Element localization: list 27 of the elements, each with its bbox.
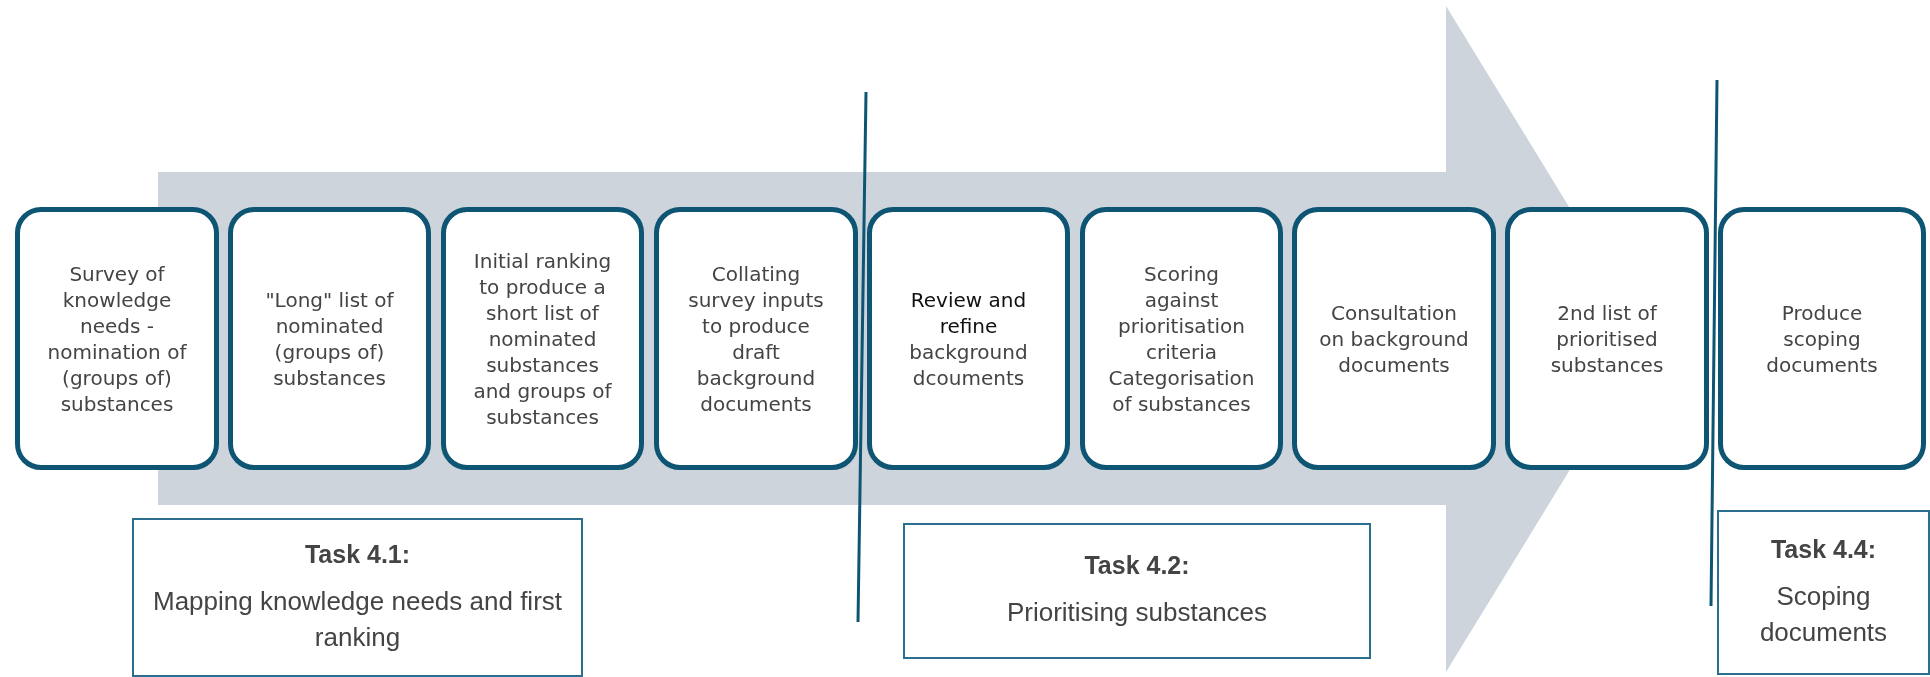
task-box xyxy=(1717,510,1930,675)
step-text: Initial ranking to produce a short list of nominated substances and groups of substances xyxy=(472,247,613,430)
process-step-box xyxy=(1080,207,1283,470)
task-description: Scoping documents xyxy=(1758,579,1889,649)
process-step-box xyxy=(228,207,431,470)
step-text: Consultation on background documents xyxy=(1319,299,1469,378)
task-box xyxy=(903,523,1371,659)
step-text: Scoring against prioritisation criteria Categorisation of substances xyxy=(1107,260,1256,417)
process-step-box xyxy=(1292,207,1496,470)
process-step-box xyxy=(1505,207,1709,470)
step-text: Collating survey inputs to produce draft background documents xyxy=(687,260,825,417)
step-text: Review and refine background dcouments xyxy=(908,286,1029,391)
step-text: "Long" list of nominated (groups of) substances xyxy=(264,286,395,391)
process-step-box xyxy=(654,207,858,470)
process-step-box xyxy=(15,207,219,470)
task-box xyxy=(132,518,583,677)
process-step-box xyxy=(441,207,644,470)
task-title: Task 4.1: xyxy=(304,539,411,569)
task-title: Task 4.2: xyxy=(1084,551,1190,581)
task-description: Mapping knowledge needs and first ranking xyxy=(151,584,563,654)
process-step-box xyxy=(1718,207,1926,470)
process-step-box xyxy=(867,207,1070,470)
task-description: Prioritising substances xyxy=(1006,596,1268,630)
step-text: Produce scoping documents xyxy=(1765,299,1879,378)
step-text: Survey of knowledge needs - nomination of (groups of) substances xyxy=(46,260,188,417)
step-text: 2nd list of prioritised substances xyxy=(1549,299,1665,378)
task-title: Task 4.4: xyxy=(1770,534,1877,564)
